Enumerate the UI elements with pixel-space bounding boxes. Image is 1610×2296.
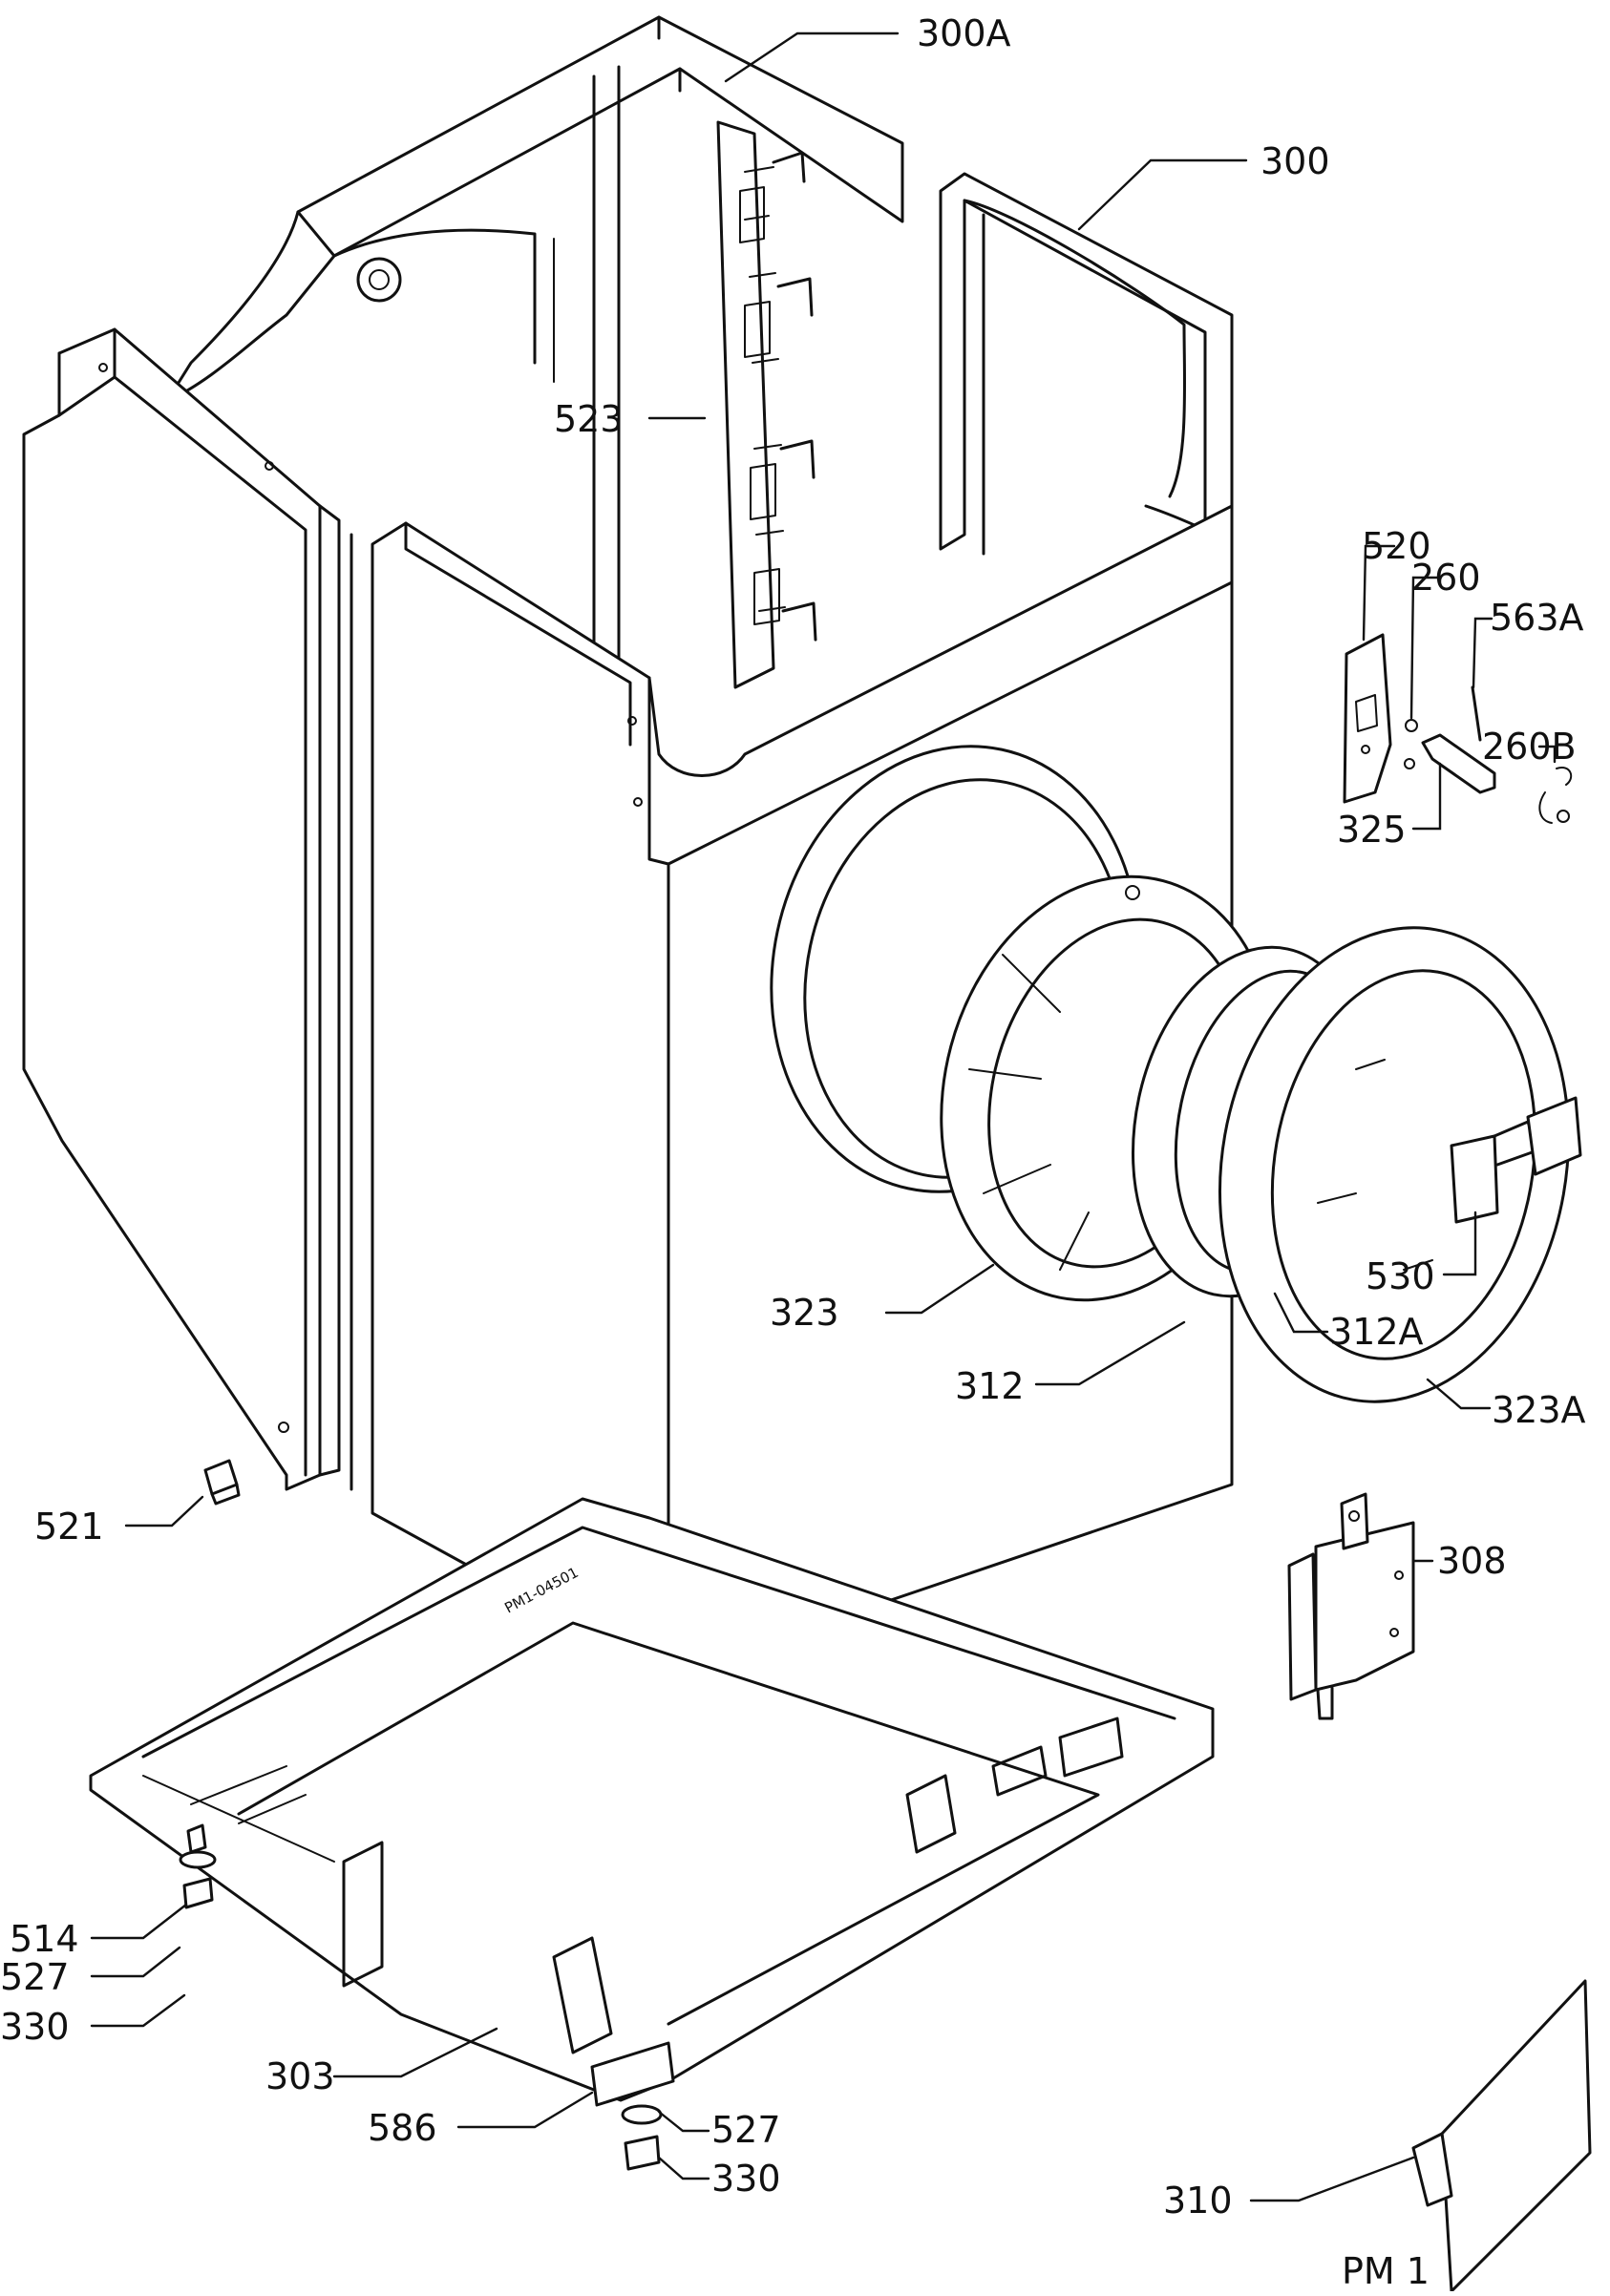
label-521: 521: [34, 1506, 104, 1548]
label-312A: 312A: [1329, 1311, 1424, 1353]
label-530: 530: [1366, 1255, 1435, 1297]
part-labels: 300A 300 523 520 260 563A 260B 325 530 3…: [0, 12, 1586, 2292]
leader-lines: [90, 32, 1557, 2202]
label-514: 514: [10, 1918, 79, 1960]
label-303: 303: [265, 2055, 335, 2097]
label-300: 300: [1260, 140, 1330, 182]
label-300A: 300A: [917, 12, 1011, 54]
figure-id: PM 1: [1342, 2250, 1430, 2291]
screw-521: [203, 1459, 241, 1506]
base-frame-303: [89, 1497, 1215, 2102]
label-312: 312: [955, 1365, 1025, 1407]
label-520: 520: [1362, 525, 1431, 567]
left-side-panel: [22, 327, 353, 1491]
label-310: 310: [1163, 2180, 1233, 2222]
label-308: 308: [1437, 1540, 1507, 1582]
rear-frame-300A: [165, 15, 904, 747]
foot-assembly-left: [179, 1823, 217, 1909]
label-260B: 260B: [1482, 726, 1577, 768]
label-586: 586: [368, 2107, 437, 2149]
label-330-left: 330: [0, 2006, 70, 2048]
door-ring-323A: [1218, 926, 1571, 1403]
foot-assembly-front: [590, 2041, 675, 2171]
hinge-308: [1287, 1492, 1415, 1720]
catch-530: [1450, 1096, 1582, 1224]
label-523: 523: [554, 398, 624, 440]
label-527-front: 527: [711, 2109, 781, 2151]
label-323A: 323A: [1492, 1389, 1586, 1431]
label-325: 325: [1337, 809, 1407, 851]
label-330-front: 330: [711, 2158, 781, 2200]
lock-parts: [1343, 633, 1573, 824]
label-527-left: 527: [0, 1956, 70, 1998]
label-260: 260: [1411, 557, 1481, 599]
label-323: 323: [770, 1292, 839, 1334]
bracket-523: [716, 120, 817, 689]
side-frame-300: [939, 172, 1234, 556]
label-563A: 563A: [1490, 597, 1584, 639]
service-flap-310: [1411, 1979, 1592, 2293]
